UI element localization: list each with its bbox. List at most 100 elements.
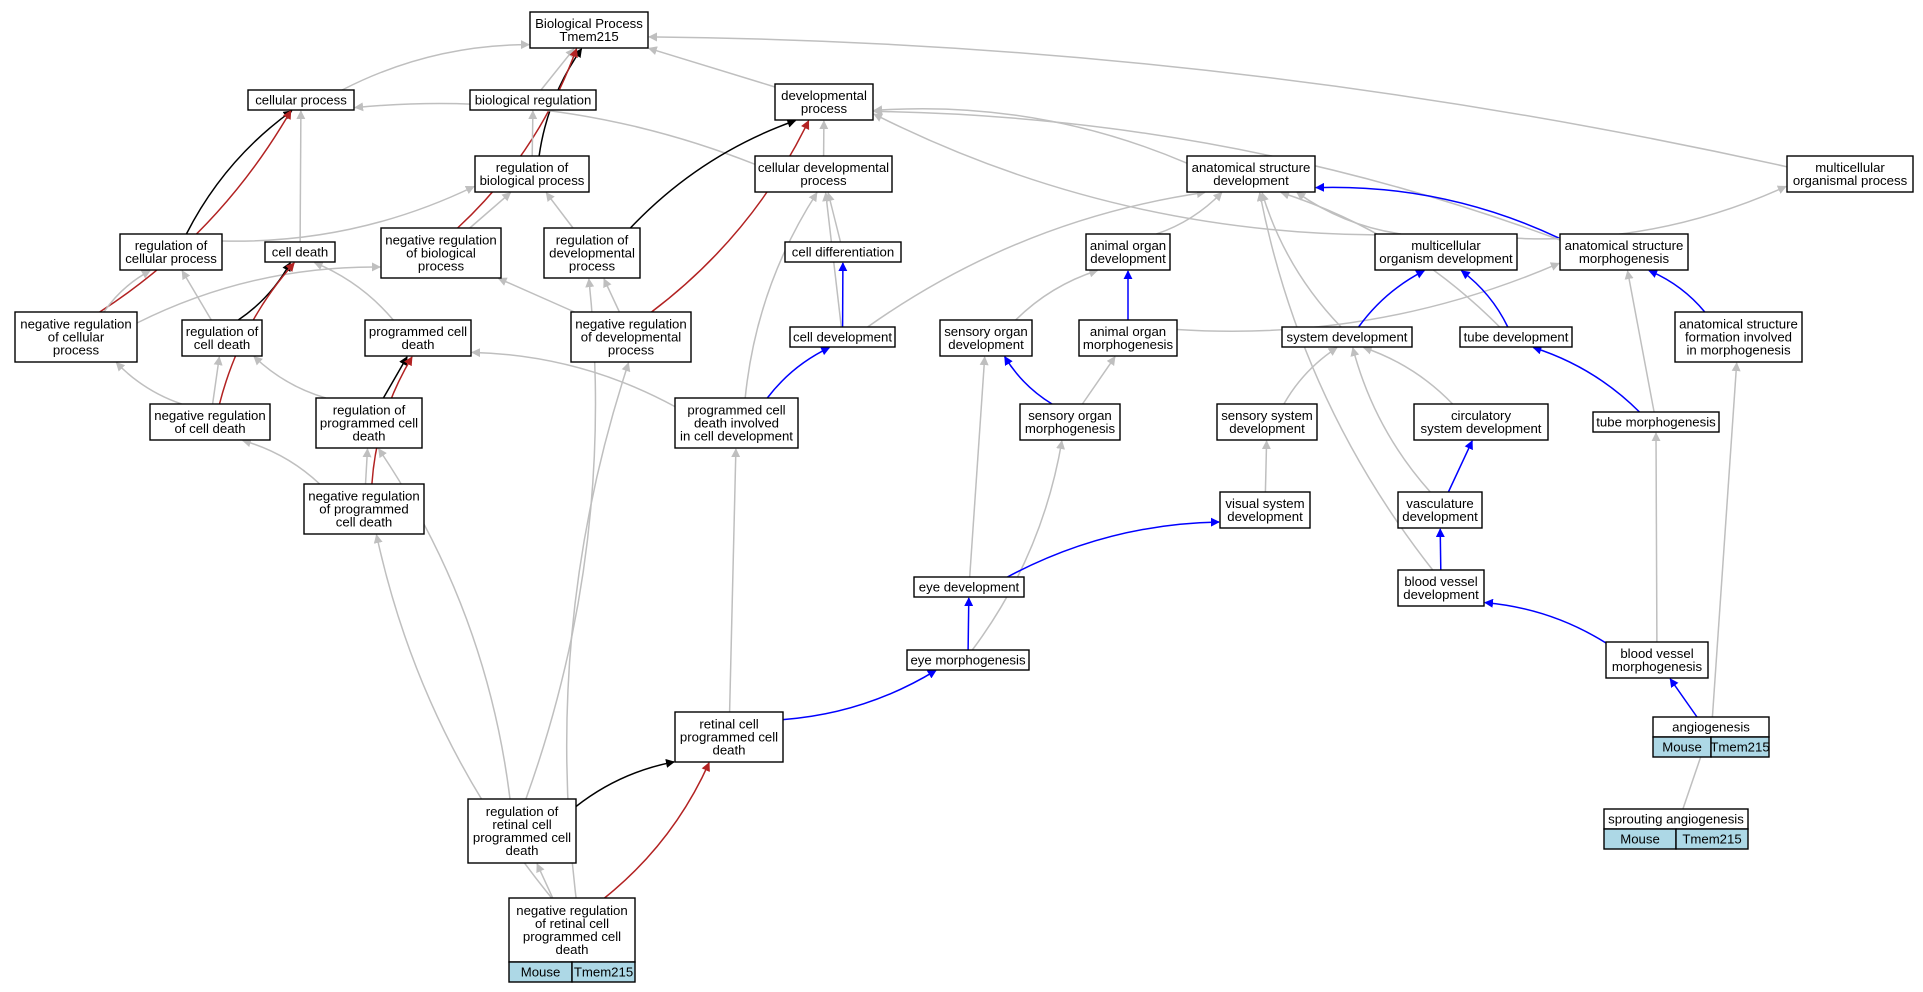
term-box	[789, 326, 896, 348]
term-label-line: developmental	[781, 88, 867, 103]
edge-is-a-system-development-to-anatomical-structure-development	[1260, 192, 1342, 328]
term-box	[906, 649, 1030, 671]
term-box	[1397, 569, 1485, 607]
term-node-cell-death[interactable]: cell death	[264, 241, 336, 263]
annotation-label: Tmem215	[574, 965, 633, 980]
term-box	[913, 576, 1025, 598]
edge-is-a-multicellular-organism-development-to-developmental-process	[873, 113, 1376, 236]
term-label-line: negative regulation	[575, 317, 686, 332]
term-box	[1019, 403, 1121, 441]
annotation-label: Mouse	[1662, 740, 1702, 755]
term-box	[784, 241, 902, 263]
term-box	[469, 89, 597, 111]
term-node-biological-regulation[interactable]: biological regulation	[469, 89, 597, 111]
term-label-line: cellular process	[255, 93, 347, 108]
edge-part-of-system-development-to-multicellular-organism-development	[1357, 270, 1426, 328]
term-label-line: blood vessel	[1404, 574, 1477, 589]
term-node-cellular-process[interactable]: cellular process	[247, 89, 355, 111]
term-box	[467, 798, 577, 864]
term-node-system-development[interactable]: system development	[1281, 326, 1413, 348]
term-label-line: vasculature	[1406, 496, 1473, 511]
term-label-line: regulation of	[186, 324, 259, 339]
annotation-label: Tmem215	[1682, 832, 1741, 847]
term-label-line: system development	[1287, 330, 1408, 345]
term-label-line: process	[418, 259, 465, 274]
term-box	[247, 89, 355, 111]
term-label-line: anatomical structure	[1679, 317, 1798, 332]
edge-part-of-tube-morphogenesis-to-tube-development	[1532, 345, 1641, 413]
term-node-eye-morphogenesis[interactable]: eye morphogenesis	[906, 649, 1030, 671]
term-node-cell-development[interactable]: cell development	[789, 326, 896, 348]
edge-is-a-programmed-cell-death-involved-in-cell-development-to-cellular-developmental-process	[744, 192, 818, 399]
term-label-line: multicellular	[1815, 160, 1885, 175]
term-label-line: death	[505, 843, 538, 858]
edge-is-a-negative-regulation-of-programmed-cell-death-to-regulation-of-programmed-cell-death	[362, 448, 372, 485]
edge-part-of-retinal-cell-programmed-cell-death-to-eye-morphogenesis	[782, 669, 937, 721]
edge-part-of-blood-vessel-morphogenesis-to-blood-vessel-development	[1484, 598, 1607, 644]
term-box	[570, 311, 692, 363]
term-box	[1186, 155, 1316, 193]
term-label-line: morphogenesis	[1083, 337, 1174, 352]
term-label-line: cell differentiation	[792, 245, 894, 260]
edge-is-a-eye-morphogenesis-to-sensory-organ-morphogenesis	[971, 440, 1065, 651]
edge-is-a-negative-regulation-of-retinal-cell-programmed-cell-death-to-regulation-of-retinal-cell-programmed-cell-death	[536, 863, 554, 899]
edge-is-a-sensory-organ-development-to-animal-organ-development	[1015, 268, 1099, 321]
term-label-line: retinal cell	[492, 817, 551, 832]
term-node-tube-development[interactable]: tube development	[1459, 326, 1573, 348]
annotation-cell	[1675, 828, 1749, 850]
term-node-eye-development[interactable]: eye development	[913, 576, 1025, 598]
edge-negatively-regulates-negative-regulation-of-biological-process-to-root	[457, 47, 578, 229]
edge-is-a-blood-vessel-morphogenesis-to-tube-morphogenesis	[1651, 432, 1661, 643]
edge-is-a-vasculature-development-to-system-development	[1350, 347, 1431, 493]
edge-part-of-eye-morphogenesis-to-eye-development	[964, 597, 974, 651]
edge-is-a-cell-death-to-cellular-process	[296, 110, 306, 243]
edge-part-of-anatomical-structure-formation-involved-in-morphogenesis-to-anatomical-structure-morphogenesis	[1648, 269, 1706, 313]
term-label-line: tube morphogenesis	[1596, 415, 1716, 430]
edge-is-a-regulation-of-cellular-process-to-regulation-of-biological-process	[221, 185, 475, 242]
edge-part-of-programmed-cell-death-involved-in-cell-development-to-cell-development	[766, 346, 831, 399]
term-label-line: death	[401, 337, 434, 352]
term-node-cell-differentiation[interactable]: cell differentiation	[784, 241, 902, 263]
term-label-line: in cell development	[680, 429, 793, 444]
edge-is-a-negative-regulation-of-cell-death-to-negative-regulation-of-cellular-process	[115, 361, 182, 405]
edge-is-a-anatomical-structure-development-to-developmental-process	[873, 105, 1188, 164]
term-node-tube-morphogenesis[interactable]: tube morphogenesis	[1592, 411, 1720, 433]
term-label-line: of cell death	[174, 421, 245, 436]
term-label-line: animal organ	[1090, 238, 1166, 253]
